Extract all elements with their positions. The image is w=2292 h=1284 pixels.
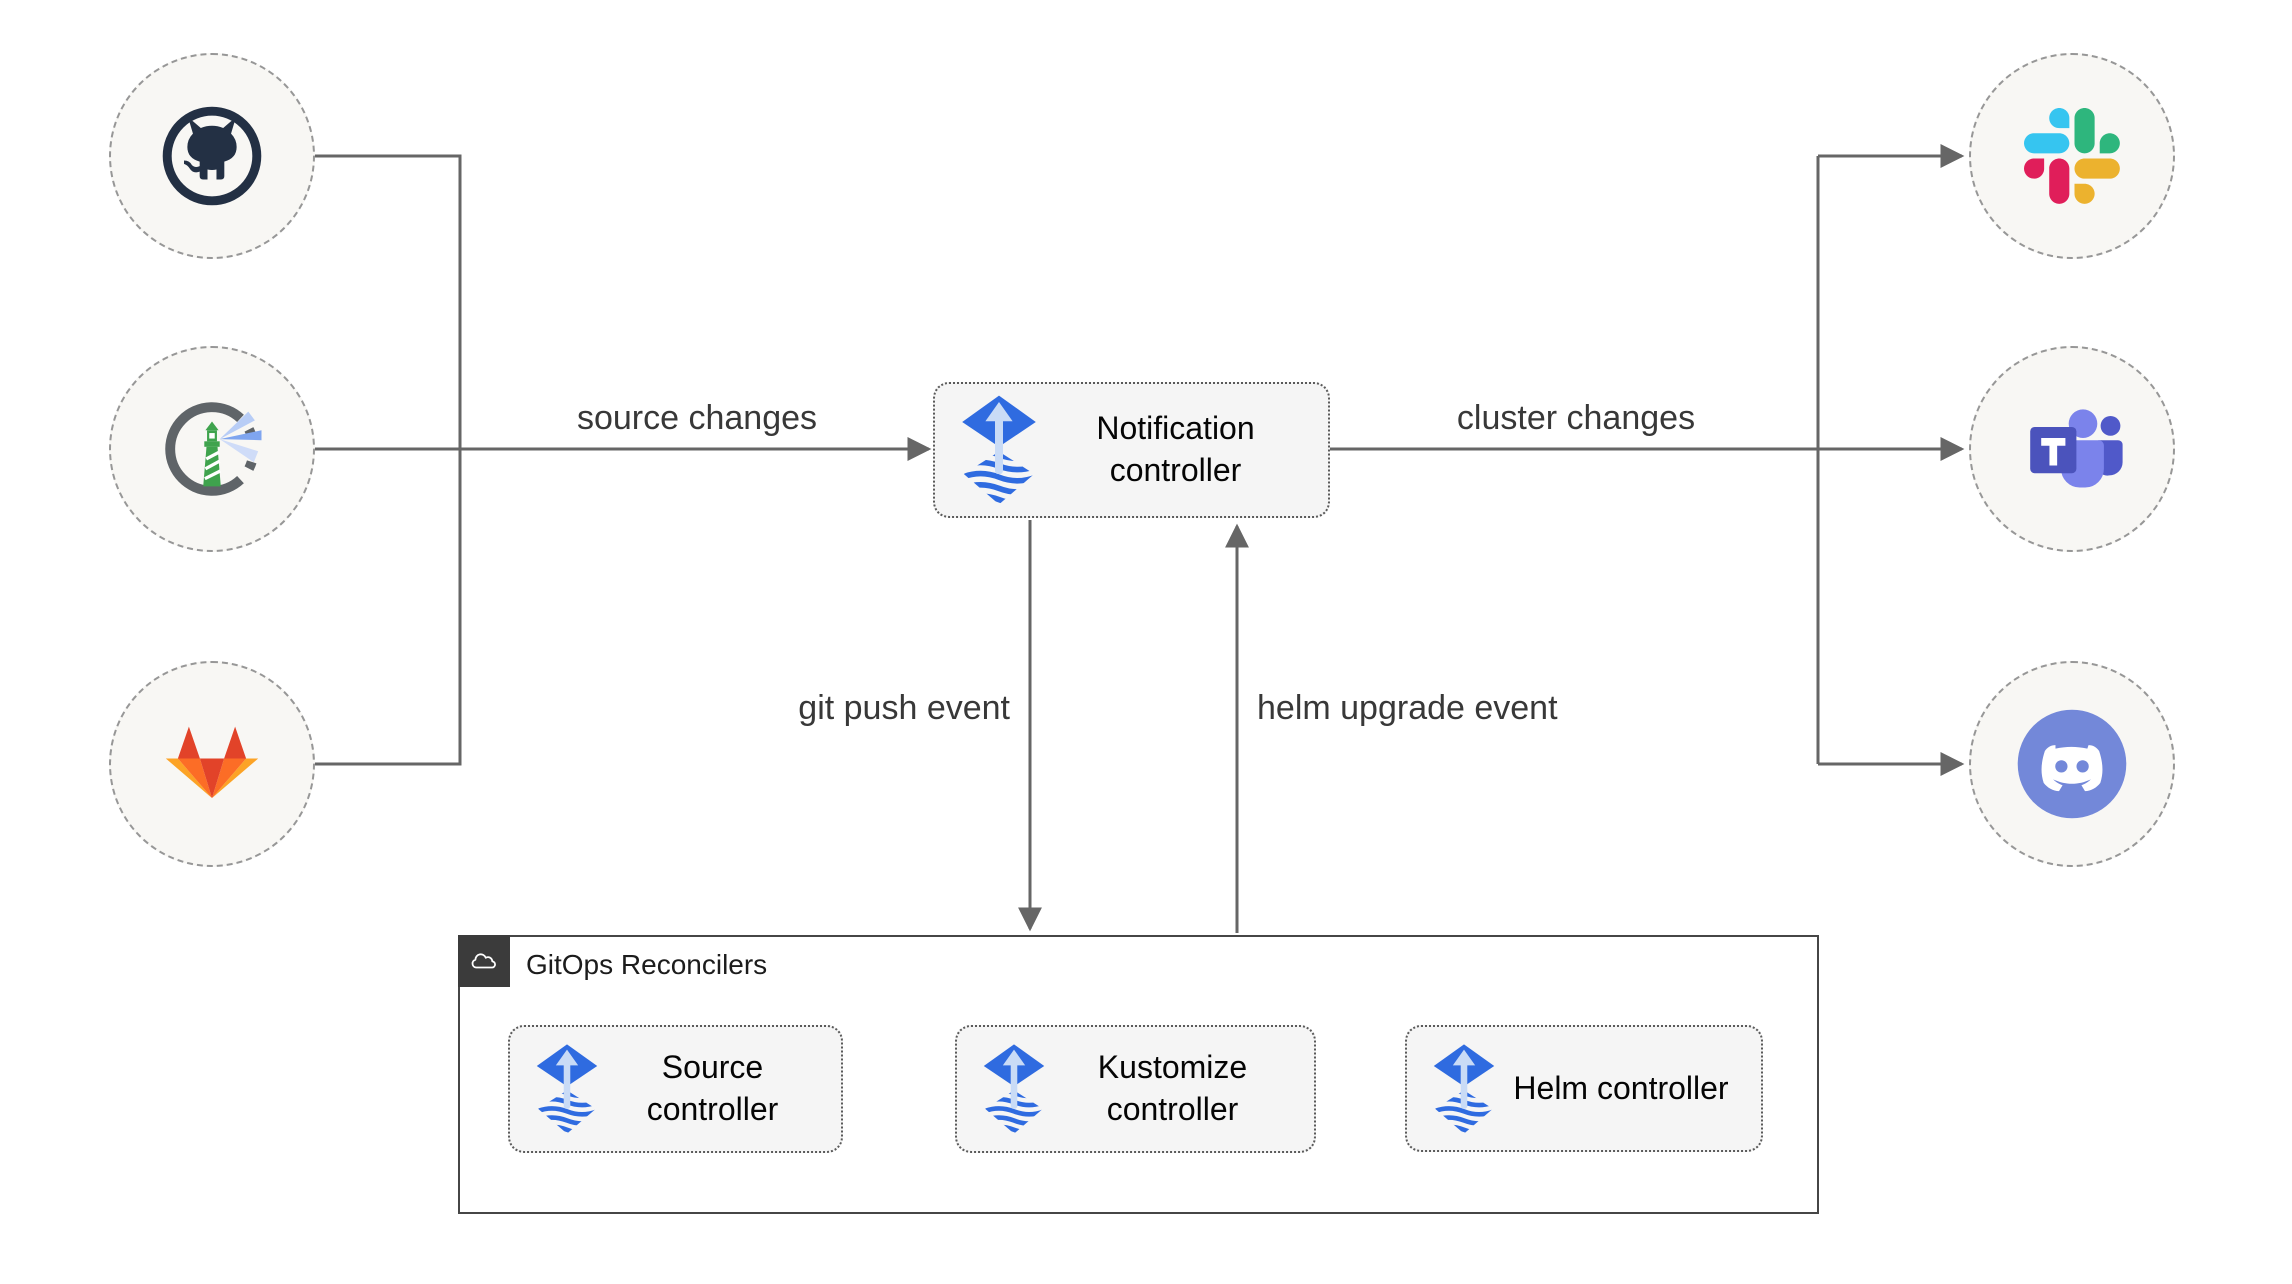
discord-icon xyxy=(2013,705,2131,823)
cloud-icon xyxy=(466,943,502,979)
slack-icon xyxy=(2024,108,2120,204)
flux-icon xyxy=(959,394,1039,506)
destination-node-teams xyxy=(1969,346,2175,552)
teams-icon xyxy=(2017,394,2127,504)
edge-label-cluster-changes: cluster changes xyxy=(1456,399,1696,437)
destination-node-slack xyxy=(1969,53,2175,259)
helm-controller-label: Helm controller xyxy=(1513,1069,1729,1106)
edge-label-helm-upgrade-event: helm upgrade event xyxy=(1257,689,1558,727)
notification-controller-label: Notification controller xyxy=(1096,410,1255,488)
harbor-icon xyxy=(157,394,267,504)
source-controller-node: Source controller xyxy=(508,1025,843,1153)
source-node-github xyxy=(109,53,315,259)
source-controller-label: Source controller xyxy=(646,1049,779,1127)
kustomize-controller-label: Kustomize controller xyxy=(1097,1049,1248,1127)
github-icon xyxy=(156,100,268,212)
helm-controller-node: Helm controller xyxy=(1405,1025,1763,1152)
left-bus-line xyxy=(315,154,462,766)
flux-icon xyxy=(534,1043,600,1135)
edge-label-git-push-event: git push event xyxy=(798,689,1010,727)
destination-node-discord xyxy=(1969,661,2175,867)
flux-icon xyxy=(1431,1043,1497,1135)
edge-label-source-changes: source changes xyxy=(576,399,818,437)
kustomize-controller-node: Kustomize controller xyxy=(955,1025,1316,1153)
gitops-reconcilers-title: GitOps Reconcilers xyxy=(526,949,768,980)
source-node-gitlab xyxy=(109,661,315,867)
source-node-harbor xyxy=(109,346,315,552)
gitlab-icon xyxy=(157,709,267,819)
flux-icon xyxy=(981,1043,1047,1135)
notification-controller-node: Notification controller xyxy=(933,382,1330,518)
gitops-reconcilers-badge xyxy=(458,935,510,987)
